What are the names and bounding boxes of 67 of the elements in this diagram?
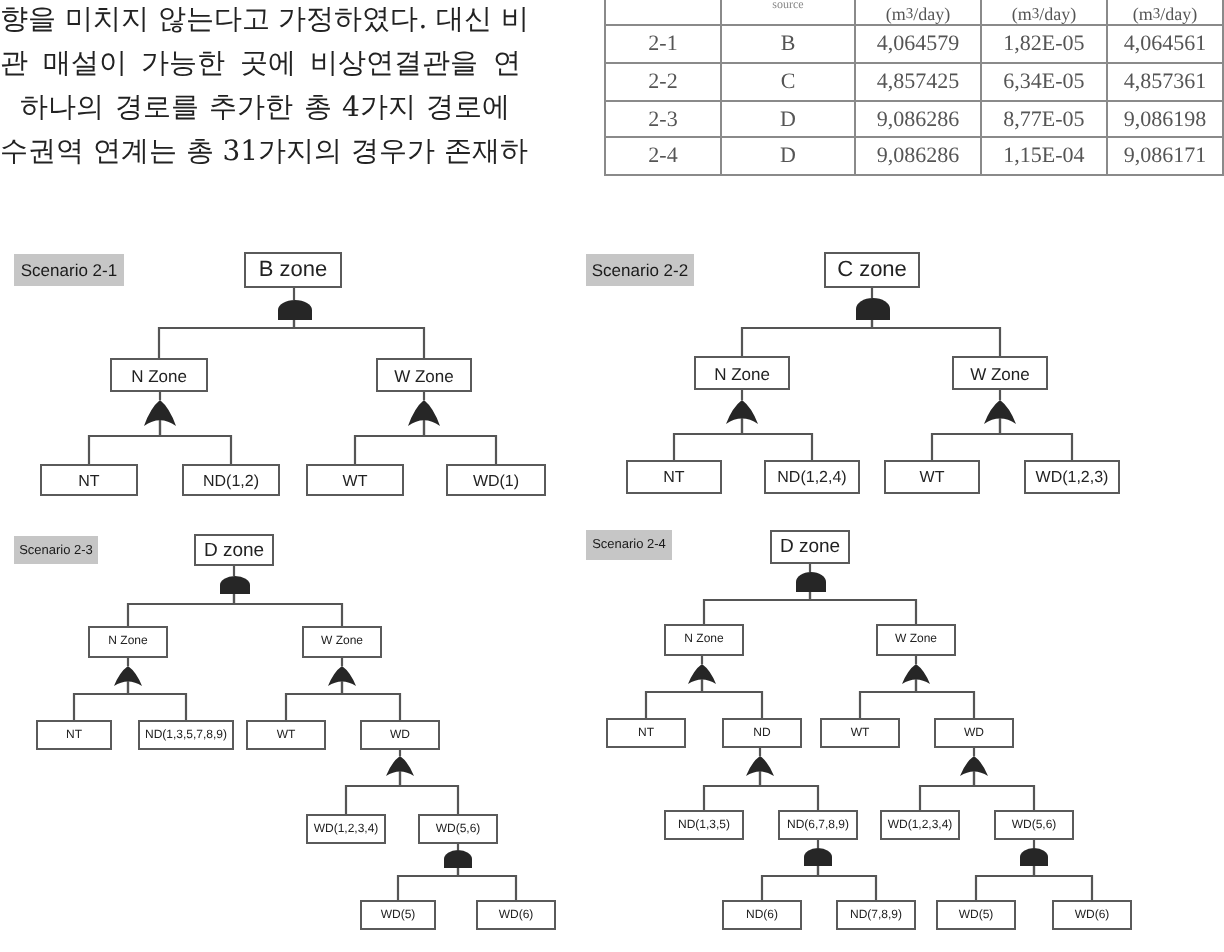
connector-line — [1032, 866, 1094, 900]
event-box: NT — [40, 464, 138, 496]
connector-line — [808, 592, 918, 624]
or-gate — [902, 664, 930, 684]
event-box: ND(1,2) — [182, 464, 280, 496]
event-box: W Zone — [376, 358, 472, 392]
connector-line — [456, 844, 460, 850]
event-box: D zone — [194, 534, 274, 566]
event-box: ND(1,2,4) — [764, 460, 860, 494]
connector-line — [422, 420, 498, 464]
or-gate — [408, 400, 440, 426]
and-gate — [795, 572, 825, 592]
and-gate — [444, 850, 472, 868]
connector-line — [972, 771, 1036, 810]
connector-line — [870, 288, 874, 298]
event-box: WD(1) — [446, 464, 546, 496]
connector-line — [998, 418, 1074, 460]
or-gate — [144, 400, 176, 426]
or-gate — [386, 756, 414, 776]
event-box: WT — [884, 460, 980, 494]
connector-line — [870, 320, 1002, 356]
body-text: 향을 미치지 않는다고 가정하였다. 대신 비 — [0, 4, 529, 36]
and-gate — [219, 576, 249, 594]
body-text: 수권역 연계는 총 31가지의 경우가 존재하 — [0, 136, 528, 168]
connector-line — [398, 771, 460, 814]
or-gate — [960, 756, 988, 776]
event-box: N Zone — [110, 358, 208, 392]
body-text: 관 매설이 가능한 곳에 비상연결관을 연 — [0, 48, 521, 80]
or-gate — [726, 400, 758, 424]
connector-line — [456, 868, 518, 900]
table-cell: 2-4 — [604, 136, 722, 176]
event-box: WT — [306, 464, 404, 496]
event-box: N Zone — [694, 356, 790, 390]
connector-line — [232, 594, 344, 626]
or-gate — [688, 664, 716, 684]
or-gate — [984, 400, 1016, 424]
scenario-label: Scenario 2-1 — [14, 254, 124, 286]
connector-line — [740, 418, 814, 460]
and-gate — [804, 848, 832, 866]
event-box: C zone — [824, 252, 920, 288]
or-gate — [746, 756, 774, 776]
connector-line — [126, 681, 188, 720]
or-gate — [114, 666, 142, 686]
body-text: 하나의 경로를 추가한 총 4가지 경로에 — [20, 92, 511, 124]
connector-line — [998, 390, 1002, 400]
connector-line — [816, 866, 878, 900]
connector-line — [700, 679, 764, 718]
event-box: NT — [626, 460, 722, 494]
and-gate — [855, 298, 889, 320]
connector-line — [340, 681, 402, 720]
connector-line — [292, 288, 296, 300]
connector-line — [740, 390, 744, 400]
connector-line — [158, 420, 233, 464]
event-box: W Zone — [952, 356, 1048, 390]
connector-line — [232, 566, 236, 576]
connector-line — [292, 320, 426, 358]
connector-line — [758, 771, 820, 810]
table-cell: 9,086171 — [1106, 136, 1224, 176]
connector-line — [914, 679, 976, 718]
event-box: B zone — [244, 252, 342, 288]
event-box: WD(1,2,3) — [1024, 460, 1120, 494]
connector-line — [398, 750, 402, 756]
or-gate — [328, 666, 356, 686]
scenario-label: Scenario 2-2 — [586, 254, 694, 286]
and-gate — [277, 300, 311, 320]
and-gate — [1020, 848, 1048, 866]
event-box: D zone — [770, 530, 850, 564]
